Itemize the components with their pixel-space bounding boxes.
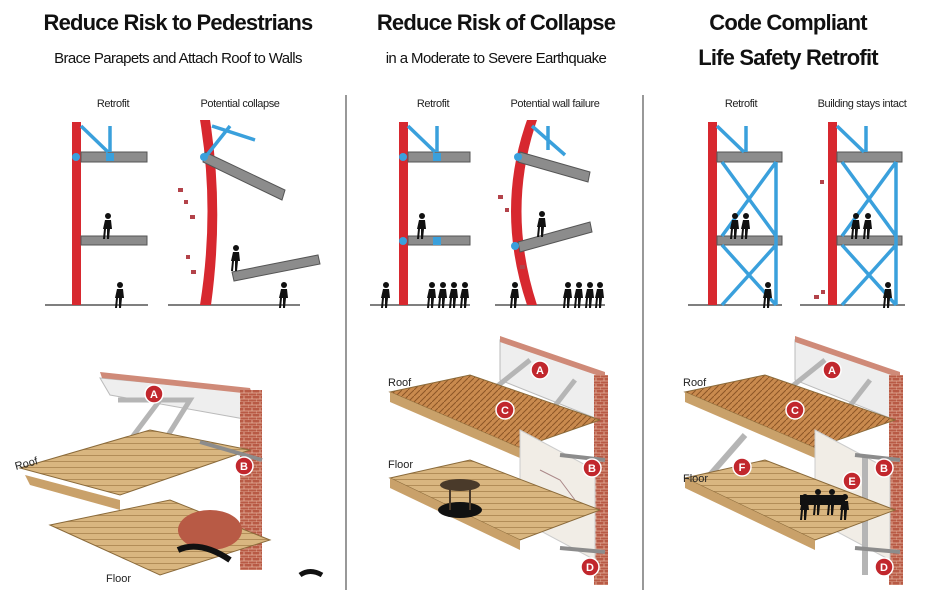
marker-d: D bbox=[580, 557, 600, 577]
retrofit-label: Retrofit bbox=[725, 98, 758, 110]
panel-title: Code Compliant bbox=[709, 10, 868, 35]
wall-failure-diagram bbox=[498, 120, 604, 308]
svg-text:E: E bbox=[848, 476, 855, 488]
svg-text:B: B bbox=[588, 463, 596, 475]
marker-b: B bbox=[234, 456, 254, 476]
svg-text:B: B bbox=[240, 461, 248, 473]
roof-label: Roof bbox=[388, 377, 412, 389]
marker-f: F bbox=[732, 457, 752, 477]
marker-a: A bbox=[822, 360, 842, 380]
panel-title: Reduce Risk to Pedestrians bbox=[44, 10, 314, 35]
collapse-cutaway bbox=[388, 336, 608, 585]
collapse-retrofit-diagram bbox=[381, 122, 471, 308]
marker-d: D bbox=[874, 557, 894, 577]
panel-collapse-header: Reduce Risk of Collapse in a Moderate to… bbox=[377, 10, 617, 67]
code-cutaway bbox=[683, 336, 903, 585]
code-retrofit-diagram bbox=[708, 122, 783, 308]
panel-code-header: Code Compliant Life Safety Retrofit bbox=[698, 10, 880, 70]
intact-label: Building stays intact bbox=[818, 98, 907, 110]
roof-label: Roof bbox=[683, 377, 707, 389]
retrofit-label: Retrofit bbox=[417, 98, 450, 110]
svg-text:A: A bbox=[828, 365, 836, 377]
retrofit-label: Retrofit bbox=[97, 98, 130, 110]
panel-subtitle: Life Safety Retrofit bbox=[698, 45, 879, 70]
svg-text:A: A bbox=[536, 365, 544, 377]
collapse-label: Potential collapse bbox=[200, 98, 279, 110]
marker-b: B bbox=[874, 458, 894, 478]
marker-c: C bbox=[785, 400, 805, 420]
pedestrian-cutaway bbox=[18, 372, 324, 578]
marker-b: B bbox=[582, 458, 602, 478]
svg-text:C: C bbox=[791, 405, 799, 417]
marker-a: A bbox=[530, 360, 550, 380]
floor-label: Floor bbox=[388, 459, 413, 471]
intact-building-diagram bbox=[814, 122, 903, 308]
panel-subtitle: Brace Parapets and Attach Roof to Walls bbox=[54, 50, 302, 67]
svg-text:A: A bbox=[150, 389, 158, 401]
panel-pedestrians-header: Reduce Risk to Pedestrians Brace Parapet… bbox=[44, 10, 314, 67]
svg-text:B: B bbox=[880, 463, 888, 475]
svg-text:C: C bbox=[501, 405, 509, 417]
panel-subtitle: in a Moderate to Severe Earthquake bbox=[386, 50, 607, 67]
svg-text:F: F bbox=[739, 462, 746, 474]
marker-c: C bbox=[495, 400, 515, 420]
pedestrian-retrofit-diagram bbox=[72, 122, 148, 308]
panel-title: Reduce Risk of Collapse bbox=[377, 10, 616, 35]
marker-e: E bbox=[842, 471, 862, 491]
marker-a: A bbox=[144, 384, 164, 404]
svg-text:D: D bbox=[586, 562, 594, 574]
svg-text:D: D bbox=[880, 562, 888, 574]
pedestrian-collapse-diagram bbox=[178, 120, 321, 308]
wall-failure-label: Potential wall failure bbox=[510, 98, 599, 110]
floor-label: Floor bbox=[683, 473, 708, 485]
floor-label: Floor bbox=[106, 573, 131, 585]
